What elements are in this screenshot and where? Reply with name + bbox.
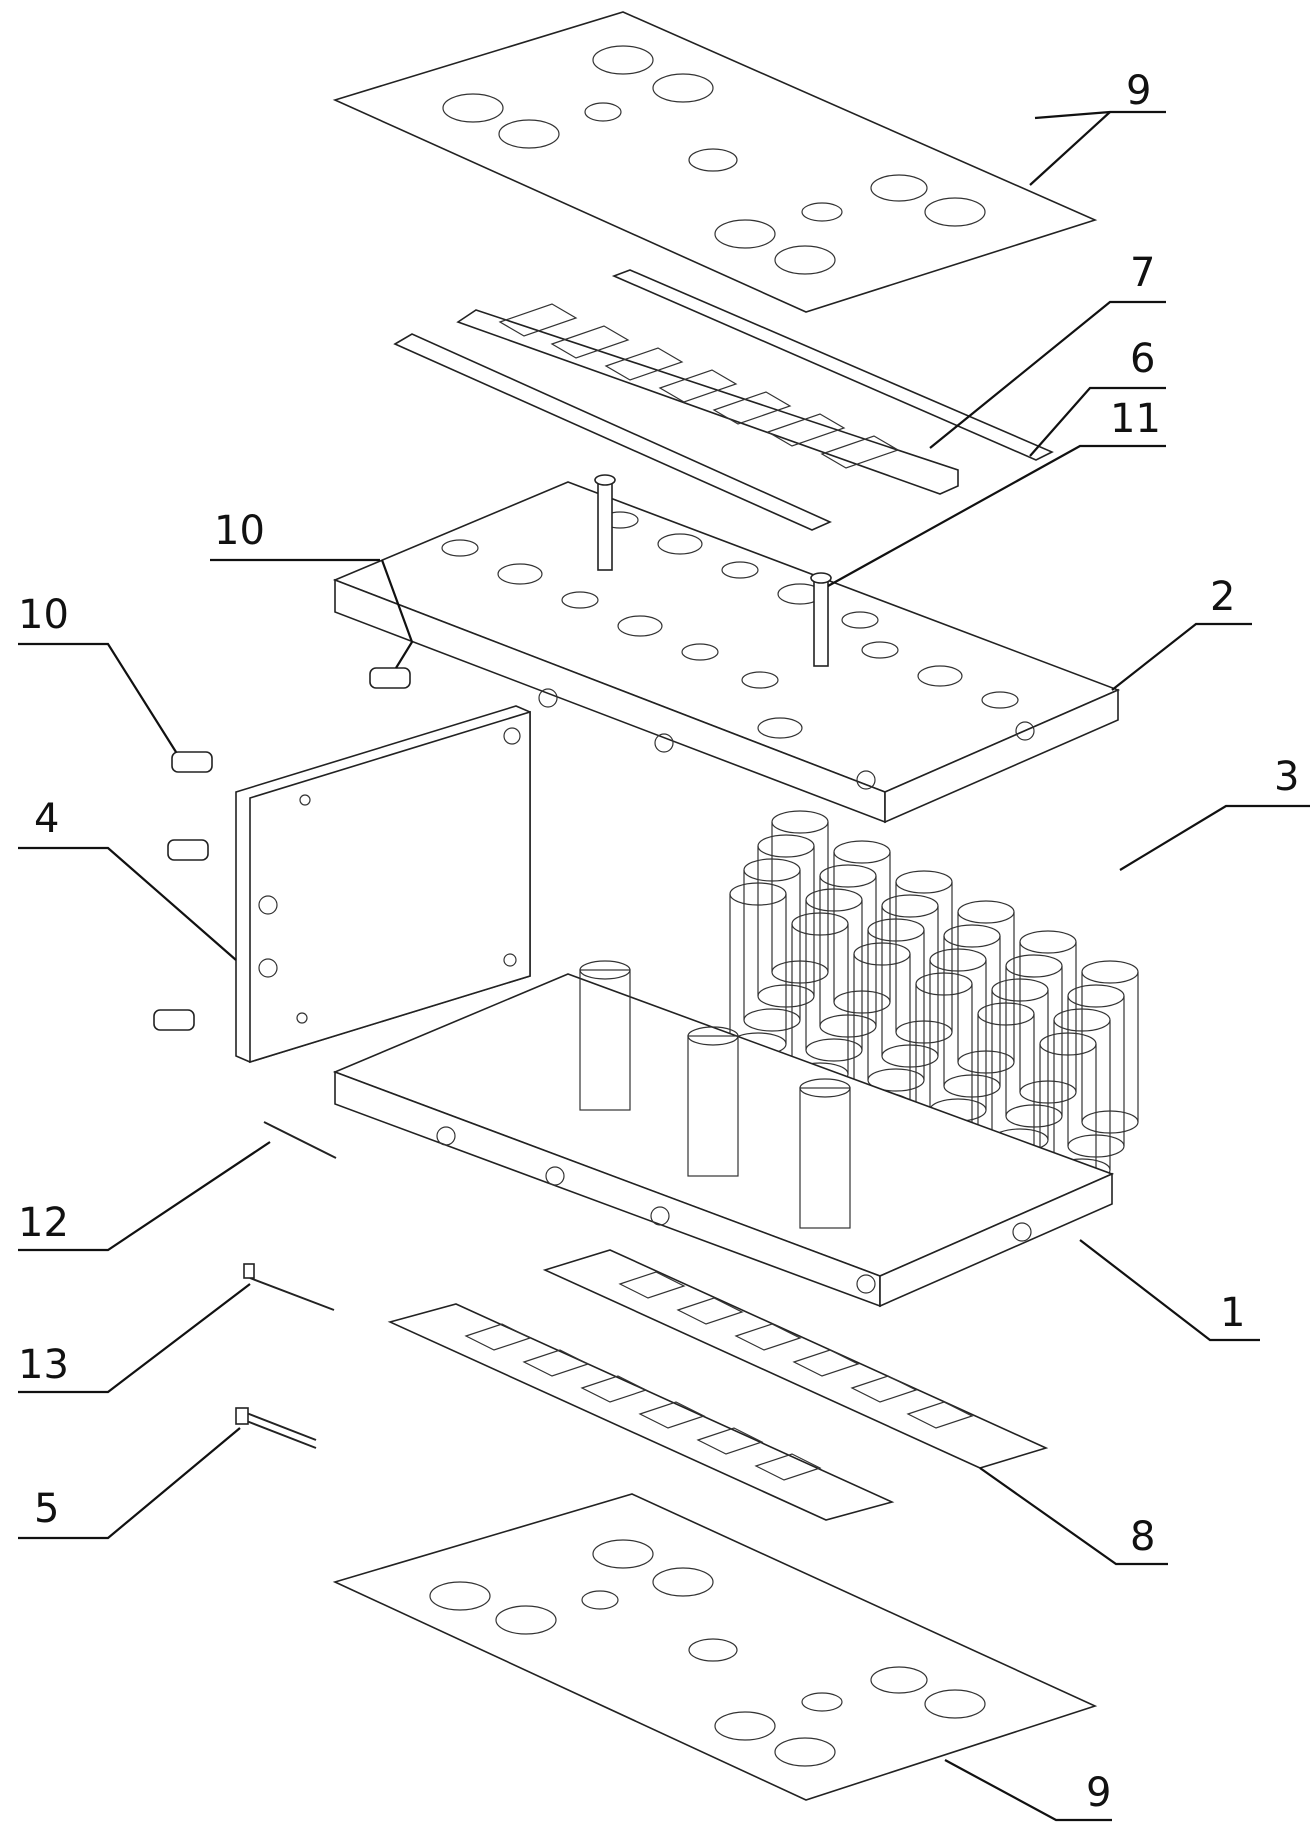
callout-4: 4 (34, 796, 59, 842)
callout-7: 7 (1130, 250, 1155, 296)
callout-13: 13 (18, 1342, 69, 1388)
callout-9-top: 9 (1126, 68, 1151, 114)
upper-cell-bracket (332, 481, 1121, 824)
lower-cell-bracket (332, 960, 1115, 1308)
callout-10-right: 10 (214, 508, 265, 554)
callout-8: 8 (1130, 1514, 1155, 1560)
cell (867, 918, 925, 1092)
callout-1: 1 (1220, 1290, 1245, 1336)
cell (805, 888, 863, 1062)
callout-labels: 9 7 6 11 10 2 10 3 4 12 1 13 5 8 9 (18, 68, 1299, 1816)
cell (743, 858, 801, 1032)
callout-9-bottom: 9 (1086, 1770, 1111, 1816)
callout-2: 2 (1210, 574, 1235, 620)
bolts-10 (153, 667, 411, 1031)
lower-nickel-strips (387, 1249, 1049, 1521)
cell (991, 978, 1049, 1152)
top-cover-sheet (332, 11, 1098, 313)
wires (235, 1121, 337, 1449)
cell (1067, 984, 1125, 1158)
cell (1053, 1008, 1111, 1182)
leader-lines (18, 110, 1310, 1822)
battery-cells (729, 810, 1139, 1206)
bottom-cover-sheet (332, 1493, 1098, 1801)
circuit-board (235, 705, 531, 1064)
callout-10-left: 10 (18, 592, 69, 638)
callout-3: 3 (1274, 754, 1299, 800)
upper-nickel-strips (393, 269, 1054, 531)
callout-5: 5 (34, 1486, 59, 1532)
callout-12: 12 (18, 1200, 69, 1246)
callout-11: 11 (1110, 396, 1161, 442)
cell (1081, 960, 1139, 1134)
pin-11 (594, 474, 832, 667)
callout-6: 6 (1130, 336, 1155, 382)
cell (881, 894, 939, 1068)
